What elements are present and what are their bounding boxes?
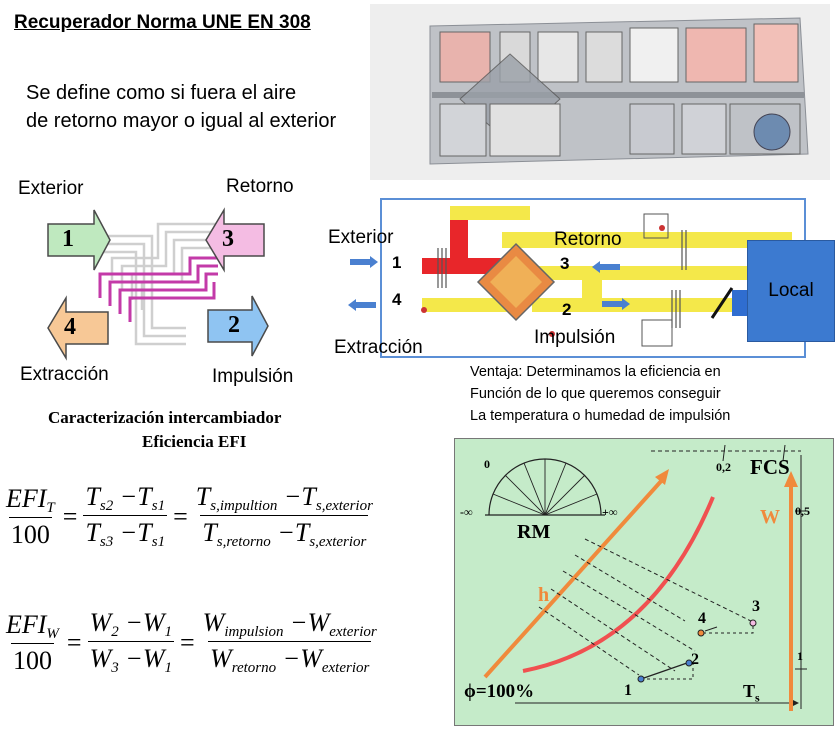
w-axis-label: W [760,506,780,528]
fcs-1: 1 [797,649,803,663]
schem-retorno-label: Retorno [554,229,622,250]
efi-w-equation: EFIW 100 = W2 −W1 W3 −W1 = Wimpulsion −W… [6,608,377,676]
fcs-05: 0,5 [795,504,810,518]
schem-extraccion-label: Extracción [334,337,423,358]
schem-num-2: 2 [562,300,572,319]
characterization-title: Caracterización intercambiador [48,408,282,427]
rm-label: RM [517,521,551,543]
schem-exterior-label: Exterior [328,227,394,248]
schem-flow-arrows [348,256,630,311]
psychrometric-chart [454,438,834,726]
point-3-label: 3 [752,598,760,615]
advantage-line-2: Función de lo que queremos conseguir [470,386,721,402]
advantage-line-1: Ventaja: Determinamos la eficiencia en [470,364,721,380]
phi-label: ϕ=100% [464,681,535,702]
flow-num-4: 4 [64,314,76,340]
arrow-4 [47,295,109,361]
ts-label: Ts [743,681,760,705]
fcs-label: FCS [750,455,790,479]
advantage-line-3: La temperatura o humedad de impulsión [470,408,731,424]
arrow-3 [205,207,265,273]
flow-diagram [47,207,269,361]
page-title: Recuperador Norma UNE EN 308 [14,12,311,33]
local-box: Local [747,240,835,342]
rm-minus-inf: -∞ [460,505,473,519]
h-axis-label: h [538,584,550,606]
flow-num-3: 3 [222,226,234,252]
characterization-subtitle: Eficiencia EFI [142,432,247,451]
schem-impulsion-label: Impulsión [534,327,616,348]
arrow-2 [207,295,269,357]
point-1-label: 1 [624,682,632,699]
efi-t-equation: EFIT 100 = Ts2 −Ts1 Ts3 −Ts1 = Ts,impult… [6,482,373,550]
recuperator-photo [370,4,830,180]
schem-num-1: 1 [392,253,402,272]
point-2-label: 2 [691,651,699,668]
flow-retorno-label: Retorno [226,176,294,197]
flow-num-1: 1 [62,226,74,252]
rm-plus-inf: +∞ [602,505,618,519]
fcs-02: 0,2 [716,460,731,474]
arrow-1 [47,209,111,271]
schem-num-3: 3 [560,254,570,273]
flow-impulsion-label: Impulsión [212,366,294,387]
flow-exterior-label: Exterior [18,178,84,199]
flow-num-2: 2 [228,312,240,338]
flow-extraccion-label: Extracción [20,364,109,385]
rm-zero: 0 [484,457,490,471]
point-4-label: 4 [698,610,706,627]
schem-num-4: 4 [392,290,402,309]
intro-line-1: Se define como si fuera el aire [26,82,297,104]
intro-line-2: de retorno mayor o igual al exterior [26,110,337,132]
schematic-box [380,198,806,358]
